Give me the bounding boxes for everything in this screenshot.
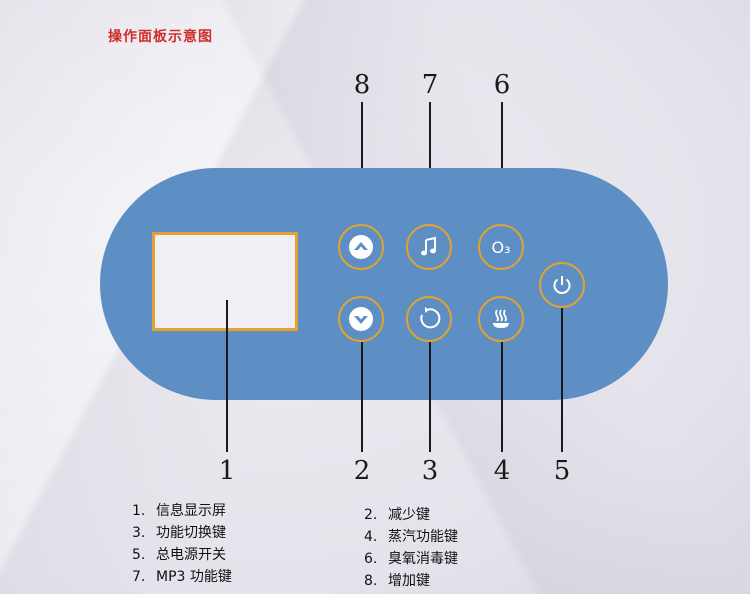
leader-line-8	[361, 102, 363, 224]
mp3-function-button[interactable]	[406, 224, 452, 270]
up-arrow-icon	[348, 234, 374, 260]
callout-6: 6	[493, 70, 511, 100]
callout-2: 2	[353, 456, 371, 486]
leader-line-4	[501, 342, 503, 452]
legend-right: 2.减少键 4.蒸汽功能键 6.臭氧消毒键 8.增加键	[364, 504, 458, 592]
steam-function-button[interactable]	[478, 296, 524, 342]
main-power-button[interactable]	[539, 262, 585, 308]
power-icon	[550, 273, 574, 297]
ozone-icon: O₃	[491, 237, 511, 257]
legend-item: 4.蒸汽功能键	[364, 529, 458, 545]
leader-line-3	[429, 342, 431, 452]
down-arrow-icon	[348, 306, 374, 332]
decrease-button[interactable]	[338, 296, 384, 342]
leader-line-7	[429, 102, 431, 224]
legend-item: 2.减少键	[364, 507, 430, 523]
leader-line-1	[226, 300, 228, 452]
callout-1: 1	[218, 456, 236, 486]
legend-item: 6.臭氧消毒键	[364, 551, 458, 567]
callout-3: 3	[421, 456, 439, 486]
callout-4: 4	[493, 456, 511, 486]
leader-line-5	[561, 308, 563, 452]
legend-left: 1.信息显示屏 3.功能切换键 5.总电源开关 7.MP3 功能键	[132, 500, 232, 588]
increase-button[interactable]	[338, 224, 384, 270]
callout-5: 5	[553, 456, 571, 486]
music-note-icon	[418, 236, 440, 258]
callout-8: 8	[353, 70, 371, 100]
info-display-screen	[152, 232, 298, 331]
function-switch-button[interactable]	[406, 296, 452, 342]
leader-line-2	[361, 342, 363, 452]
legend-item: 3.功能切换键	[132, 525, 226, 541]
ozone-sterilize-button[interactable]: O₃	[478, 224, 524, 270]
cycle-icon	[416, 306, 442, 332]
legend-item: 7.MP3 功能键	[132, 569, 232, 585]
page-title: 操作面板示意图	[108, 29, 213, 45]
leader-line-6	[501, 102, 503, 224]
steam-icon	[489, 307, 513, 331]
legend-item: 5.总电源开关	[132, 547, 226, 563]
callout-7: 7	[421, 70, 439, 100]
legend-item: 8.增加键	[364, 573, 430, 589]
legend-item: 1.信息显示屏	[132, 503, 226, 519]
